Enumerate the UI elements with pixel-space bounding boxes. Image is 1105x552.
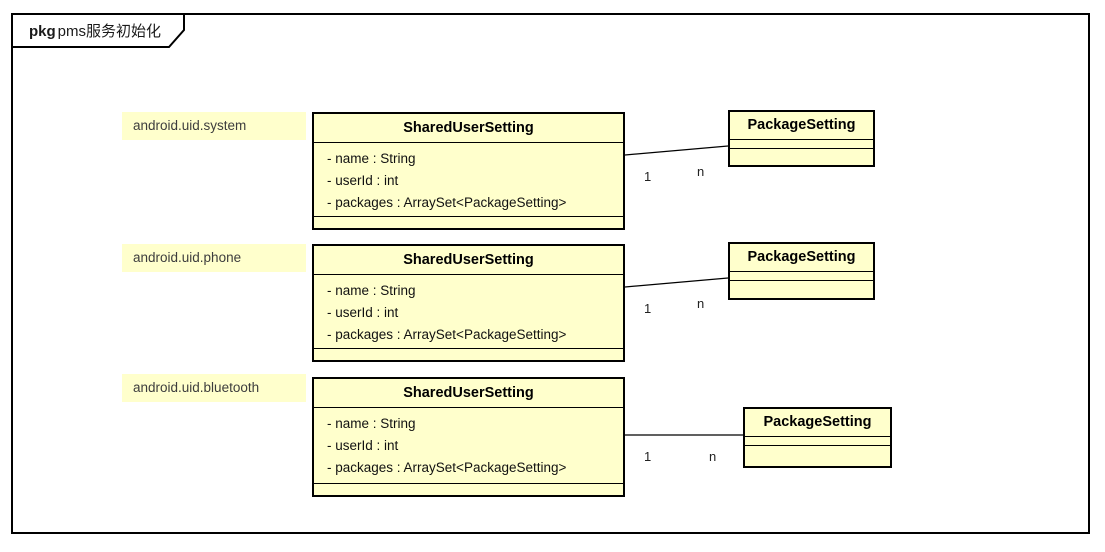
methods-compartment [314,216,623,228]
class-attribute-packages: - packages : ArraySet<PackageSetting> [327,460,567,475]
methods-compartment [745,446,890,466]
multiplicity-1-target: n [697,164,705,179]
attributes-compartment [745,437,890,446]
class-shared-user-setting-3: SharedUserSetting - name : String - user… [312,377,625,497]
note-android-uid-bluetooth: android.uid.bluetooth [122,374,306,402]
class-package-setting-1: PackageSetting [728,110,875,167]
class-attribute-name: - name : String [327,151,416,166]
class-title: PackageSetting [730,112,873,140]
class-attribute-userid: - userId : int [327,173,399,188]
attributes-compartment: - name : String - userId : int - package… [314,408,623,483]
class-attribute-packages: - packages : ArraySet<PackageSetting> [327,195,567,210]
frame-keyword: pkg [29,23,56,40]
class-attribute-userid: - userId : int [327,438,399,453]
methods-compartment [314,483,623,495]
diagram-frame [11,13,1090,534]
methods-compartment [730,281,873,298]
attributes-compartment [730,140,873,149]
frame-tab-shape [11,13,185,48]
frame-title-tab [11,13,185,48]
class-title: SharedUserSetting [314,379,623,408]
note-android-uid-system: android.uid.system [122,112,306,140]
multiplicity-2-source: 1 [644,301,652,316]
class-shared-user-setting-2: SharedUserSetting - name : String - user… [312,244,625,362]
class-title: PackageSetting [730,244,873,272]
methods-compartment [314,348,623,360]
class-package-setting-3: PackageSetting [743,407,892,468]
multiplicity-1-source: 1 [644,169,652,184]
class-attribute-name: - name : String [327,416,416,431]
multiplicity-3-source: 1 [644,449,652,464]
attributes-compartment: - name : String - userId : int - package… [314,143,623,216]
frame-title: pms服务初始化 [57,23,162,40]
class-shared-user-setting-1: SharedUserSetting - name : String - user… [312,112,625,230]
class-title: SharedUserSetting [314,246,623,275]
class-attribute-packages: - packages : ArraySet<PackageSetting> [327,327,567,342]
class-title: PackageSetting [745,409,890,437]
multiplicity-3-target: n [709,449,717,464]
multiplicity-2-target: n [697,296,705,311]
class-attribute-name: - name : String [327,283,416,298]
methods-compartment [730,149,873,165]
class-title: SharedUserSetting [314,114,623,143]
attributes-compartment: - name : String - userId : int - package… [314,275,623,348]
class-attribute-userid: - userId : int [327,305,399,320]
attributes-compartment [730,272,873,281]
note-android-uid-phone: android.uid.phone [122,244,306,272]
class-package-setting-2: PackageSetting [728,242,875,300]
